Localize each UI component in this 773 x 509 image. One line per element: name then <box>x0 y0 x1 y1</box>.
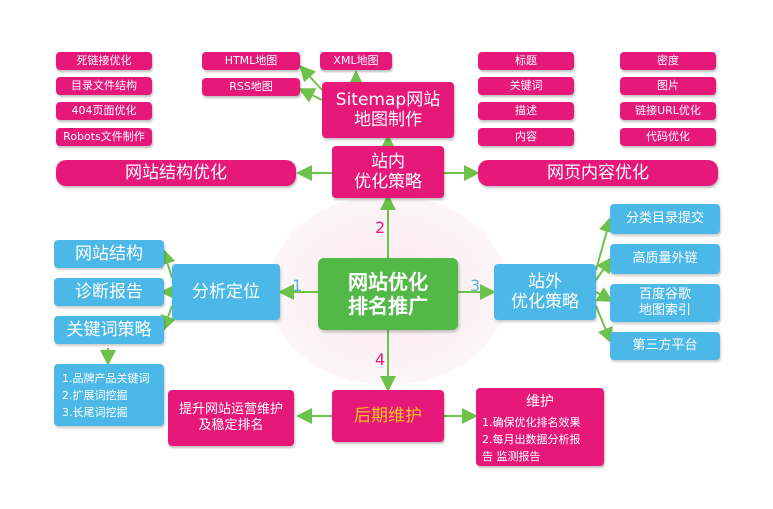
maintain-title: 维护 <box>526 394 554 410</box>
sitemap-node: Sitemap网站 地图制作 <box>322 82 454 138</box>
page-content-bar: 网页内容优化 <box>478 160 718 186</box>
arrow-right-item3 <box>595 287 614 302</box>
content-item-url: 链接URL优化 <box>620 102 716 120</box>
site-structure-bar: 网站结构优化 <box>56 160 296 186</box>
structure-item-4: Robots文件制作 <box>56 128 152 146</box>
keyword-list-box: 1.品牌产品关键词 2.扩展词挖掘 3.长尾词挖掘 <box>54 364 164 426</box>
content-item-content: 内容 <box>478 128 574 146</box>
content-item-description: 描述 <box>478 102 574 120</box>
right-item-map-index: 百度谷歌 地图索引 <box>610 284 720 322</box>
arrow-left-item3 <box>160 305 176 332</box>
right-item-directory: 分类目录提交 <box>610 204 720 234</box>
structure-item-3: 404页面优化 <box>56 102 152 120</box>
maintain-item: 告 监测报告 <box>482 449 541 463</box>
operation-box: 提升网站运营维护 及稳定排名 <box>168 390 294 446</box>
left-item-keyword-strategy: 关键词策略 <box>54 316 164 344</box>
left-item-diagnosis: 诊断报告 <box>54 278 164 306</box>
html-map-node: HTML地图 <box>202 52 300 70</box>
center-node: 网站优化 排名推广 <box>318 258 458 330</box>
content-item-image: 图片 <box>620 77 716 95</box>
arrow-sitemap-rss <box>298 88 323 103</box>
analysis-hub: 分析定位 <box>172 264 280 320</box>
rss-map-node: RSS地图 <box>202 78 300 96</box>
maintenance-hub: 后期维护 <box>332 390 444 442</box>
arrow-left-item1 <box>159 248 176 279</box>
label-number-1: 1 <box>292 276 303 295</box>
maintain-item: 2.每月出数据分析报 <box>482 432 581 446</box>
label-number-4: 4 <box>375 350 386 369</box>
content-item-density: 密度 <box>620 52 716 70</box>
arrow-sitemap-html <box>299 65 323 91</box>
label-number-3: 3 <box>470 276 481 295</box>
structure-item-1: 死链接优化 <box>56 52 152 70</box>
right-item-third-party: 第三方平台 <box>610 332 720 360</box>
maintain-item: 1.确保优化排名效果 <box>482 415 581 429</box>
right-item-backlinks: 高质量外链 <box>610 244 720 274</box>
maintain-box: 维护 1.确保优化排名效果 2.每月出数据分析报 告 监测报告 <box>476 388 604 466</box>
content-item-keyword: 关键词 <box>478 77 574 95</box>
arrow-right-item2 <box>595 256 613 281</box>
content-item-title: 标题 <box>478 52 574 70</box>
keyword-list-item: 3.长尾词挖掘 <box>62 406 128 420</box>
structure-item-2: 目录文件结构 <box>56 77 152 95</box>
left-item-site-structure: 网站结构 <box>54 240 164 268</box>
arrow-right-item4 <box>595 305 613 344</box>
content-item-code: 代码优化 <box>620 128 716 146</box>
keyword-list-item: 1.品牌产品关键词 <box>62 372 150 385</box>
xml-map-node: XML地图 <box>320 52 392 70</box>
onsite-strategy-hub: 站内 优化策略 <box>332 146 444 198</box>
offsite-strategy-hub: 站外 优化策略 <box>494 264 596 320</box>
label-number-2: 2 <box>375 218 386 237</box>
keyword-list-item: 2.扩展词挖掘 <box>62 389 128 403</box>
